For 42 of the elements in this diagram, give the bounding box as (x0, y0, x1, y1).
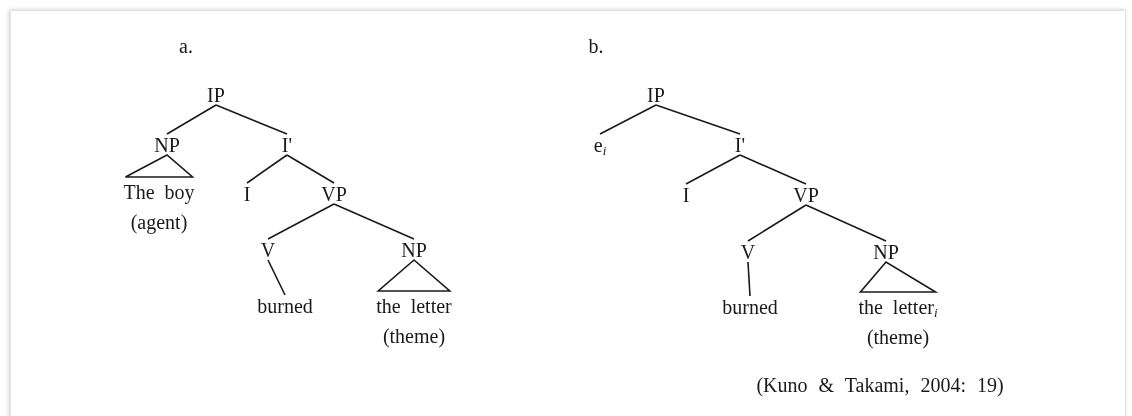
branch-line (333, 203, 415, 240)
tree-label: V (740, 240, 756, 264)
branch-line (747, 261, 751, 297)
panel-letter: a. (179, 34, 193, 58)
citation-caption: (Kuno & Takami, 2004: 19) (756, 373, 1004, 397)
tree-label: VP (321, 182, 347, 206)
branch-line (267, 259, 286, 296)
tree-label: I (682, 183, 690, 207)
tree-label: IP (647, 83, 665, 107)
branch-line (166, 104, 217, 135)
branch-line (286, 154, 335, 184)
tree-label: I' (281, 133, 293, 157)
tree-label: NP (154, 133, 180, 157)
role-annotation: (agent) (130, 210, 188, 234)
tree-label: IP (207, 83, 225, 107)
branch-line (599, 104, 657, 135)
branch-line (267, 203, 335, 240)
branch-line (215, 104, 288, 135)
tree-label: NP (401, 238, 427, 262)
branch-line (805, 204, 887, 242)
branch-line (685, 154, 741, 185)
tree-label: I (243, 182, 251, 206)
triangle-roof (376, 258, 452, 292)
branch-line (739, 154, 807, 185)
tree-label: The boy (123, 180, 195, 204)
role-annotation: (theme) (866, 325, 930, 349)
triangle-roof (858, 260, 939, 293)
role-annotation: (theme) (382, 324, 446, 348)
tree-label: e$_{i}$ (593, 133, 607, 157)
tree-label: VP (793, 183, 819, 207)
tree-label: the letter$_{i}$ (858, 295, 938, 319)
tree-label: burned (722, 295, 778, 319)
panel-letter: b. (588, 34, 604, 58)
branch-line (246, 154, 288, 184)
tree-label: I' (734, 133, 746, 157)
branch-line (655, 104, 741, 135)
tree-label: V (260, 238, 276, 262)
tree-label: the letter (376, 294, 452, 318)
branch-line (747, 204, 807, 242)
tree-label: burned (257, 294, 313, 318)
triangle-roof (124, 154, 195, 178)
tree-label: NP (873, 240, 899, 264)
